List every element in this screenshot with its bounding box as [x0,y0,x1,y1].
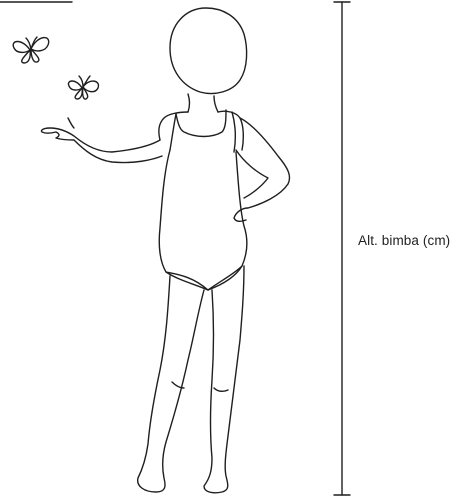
child-figure [41,8,289,493]
height-label: Alt. bimba (cm) [358,233,450,248]
height-measure-line [334,2,350,495]
butterfly-icon [13,37,49,63]
butterfly-icon [68,76,98,99]
